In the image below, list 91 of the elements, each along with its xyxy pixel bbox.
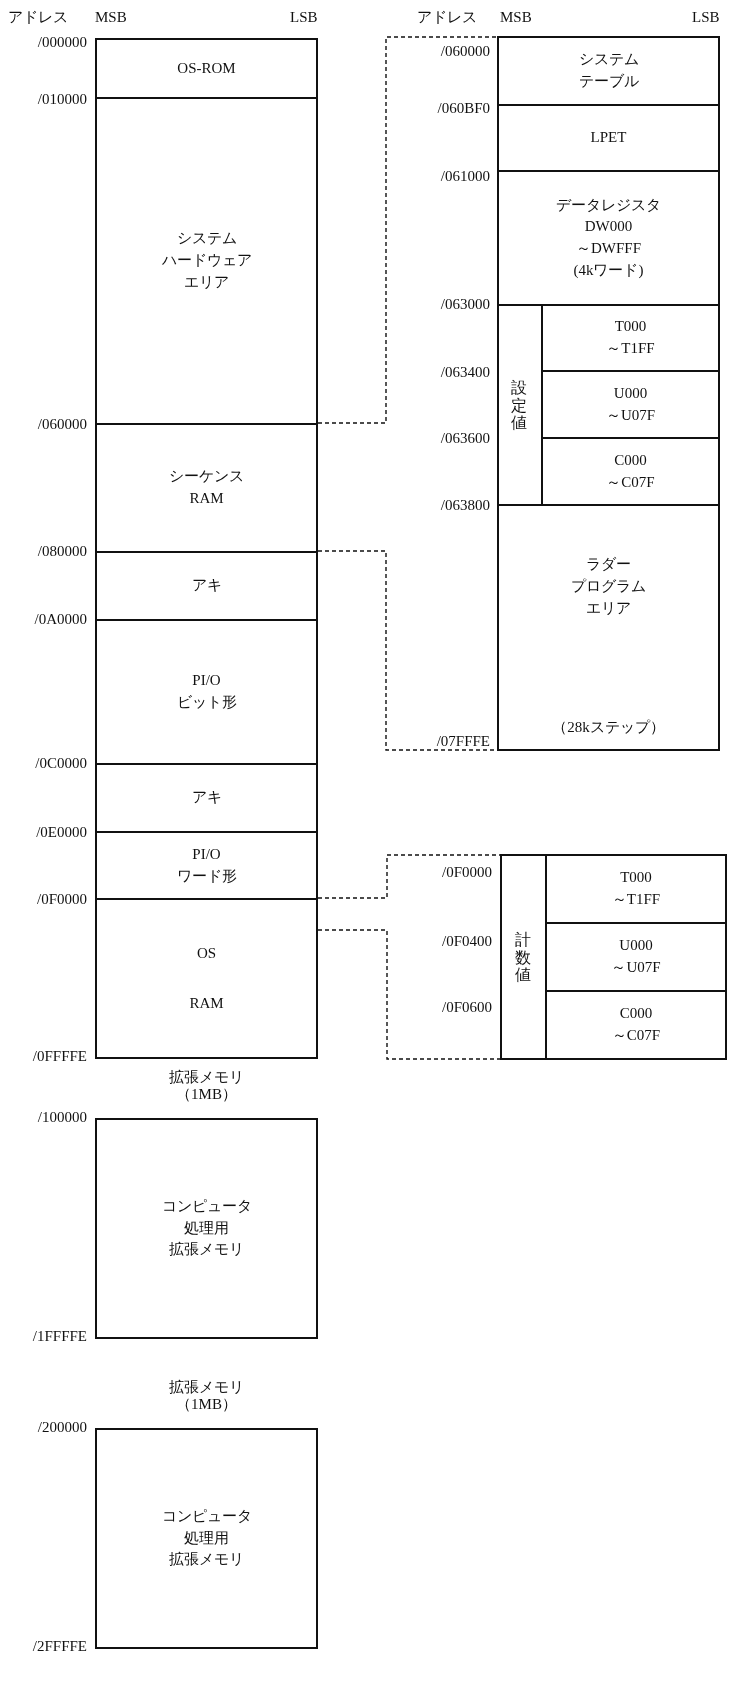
region-label: OS-ROM (177, 58, 236, 78)
region-label: 設定値 (511, 378, 527, 432)
region-label: ～C07F (606, 472, 655, 492)
memory-region-box (95, 97, 318, 425)
region-label: シーケンス (169, 467, 244, 487)
region-label: コンピュータ (161, 1196, 252, 1216)
address-label: /2FFFFE (32, 1639, 87, 1654)
region-label: ハードウェア (161, 251, 252, 271)
address-label: /1FFFFE (32, 1329, 87, 1344)
memory-region-box (95, 831, 318, 900)
region-label: コンピュータ (161, 1506, 252, 1526)
column-header: LSB (290, 10, 318, 25)
region-label: PI/O (192, 671, 221, 691)
section-heading: （1MB） (176, 1085, 237, 1104)
address-label: /063600 (440, 431, 490, 446)
address-label: /0F0000 (37, 892, 87, 907)
memory-region-box (500, 854, 727, 1060)
region-label: RAM (189, 489, 224, 508)
address-label: /010000 (37, 92, 87, 107)
column-header: アドレス (8, 10, 68, 25)
region-label: エリア (184, 272, 229, 292)
address-label: /060BF0 (437, 101, 490, 116)
region-label: アキ (191, 576, 222, 596)
memory-region-box (95, 551, 318, 621)
region-label: C000 (619, 1004, 653, 1024)
region-label: 拡張メモリ (169, 1550, 244, 1570)
region-label: U000 (613, 383, 648, 403)
region-label: ワード形 (176, 866, 237, 886)
region-label: T000 (614, 317, 647, 337)
address-label: /07FFFE (436, 734, 490, 749)
address-label: /0F0600 (442, 1000, 492, 1015)
region-label: ～C07F (611, 1026, 661, 1045)
region-label: 計数値 (514, 930, 531, 984)
address-label: /063400 (440, 365, 490, 380)
dashed-connector (317, 854, 501, 899)
region-label: RAM (189, 993, 224, 1013)
address-label: /0F0400 (442, 934, 492, 949)
address-label: /0F0000 (442, 865, 492, 880)
region-label: T000 (620, 868, 652, 888)
memory-region-box (95, 423, 318, 553)
address-label: /100000 (37, 1110, 87, 1125)
region-label: アキ (191, 788, 222, 808)
section-heading: 拡張メモリ (169, 1068, 244, 1087)
region-label: （28kステップ） (552, 718, 665, 738)
section-heading: 拡張メモリ (169, 1378, 244, 1397)
region-label: ～U07F (611, 958, 661, 977)
dashed-connector (317, 929, 501, 1060)
address-label: /200000 (37, 1420, 87, 1435)
address-label: /0C0000 (35, 756, 87, 771)
region-label: U000 (619, 936, 653, 956)
column-header: MSB (95, 10, 127, 25)
memory-region-box (95, 38, 318, 99)
region-label: 処理用 (184, 1218, 229, 1238)
address-label: /063800 (440, 498, 490, 513)
region-label: システム (176, 229, 237, 249)
region-label: C000 (614, 450, 647, 470)
address-label: /063000 (440, 297, 490, 312)
region-label: DW000 (584, 217, 633, 237)
address-label: /000000 (37, 35, 87, 50)
address-label: /061000 (440, 169, 490, 184)
region-label: OS (196, 943, 217, 963)
memory-region-box (95, 763, 318, 833)
region-label: テーブル (578, 72, 639, 91)
region-label: ～T1FF (606, 339, 655, 358)
region-label: 処理用 (184, 1528, 229, 1548)
column-header: MSB (500, 10, 532, 25)
region-label: ビット形 (176, 693, 237, 712)
region-label: プログラム (571, 576, 646, 596)
region-label: LPET (590, 128, 627, 148)
memory-region-box (95, 898, 318, 1059)
region-label: (4kワード) (573, 260, 644, 280)
address-label: /0A0000 (34, 612, 87, 627)
address-label: /0E0000 (36, 825, 87, 840)
region-label: システム (578, 50, 639, 70)
memory-region-box (95, 619, 318, 765)
dashed-connector (317, 36, 498, 424)
region-label: PI/O (192, 844, 221, 864)
region-label: ～DWFFF (576, 239, 641, 258)
address-label: /080000 (37, 544, 87, 559)
column-header: LSB (692, 10, 720, 25)
region-label: ～U07F (605, 405, 656, 425)
region-label: エリア (586, 598, 631, 618)
region-label: ラダー (586, 555, 631, 574)
address-label: /060000 (440, 44, 490, 59)
address-label: /060000 (37, 417, 87, 432)
region-label: ～T1FF (611, 890, 661, 909)
address-label: /0FFFFE (32, 1049, 87, 1064)
region-label: データレジスタ (556, 195, 661, 215)
column-header: アドレス (417, 10, 477, 25)
section-heading: （1MB） (176, 1395, 237, 1414)
region-label: 拡張メモリ (169, 1240, 244, 1260)
